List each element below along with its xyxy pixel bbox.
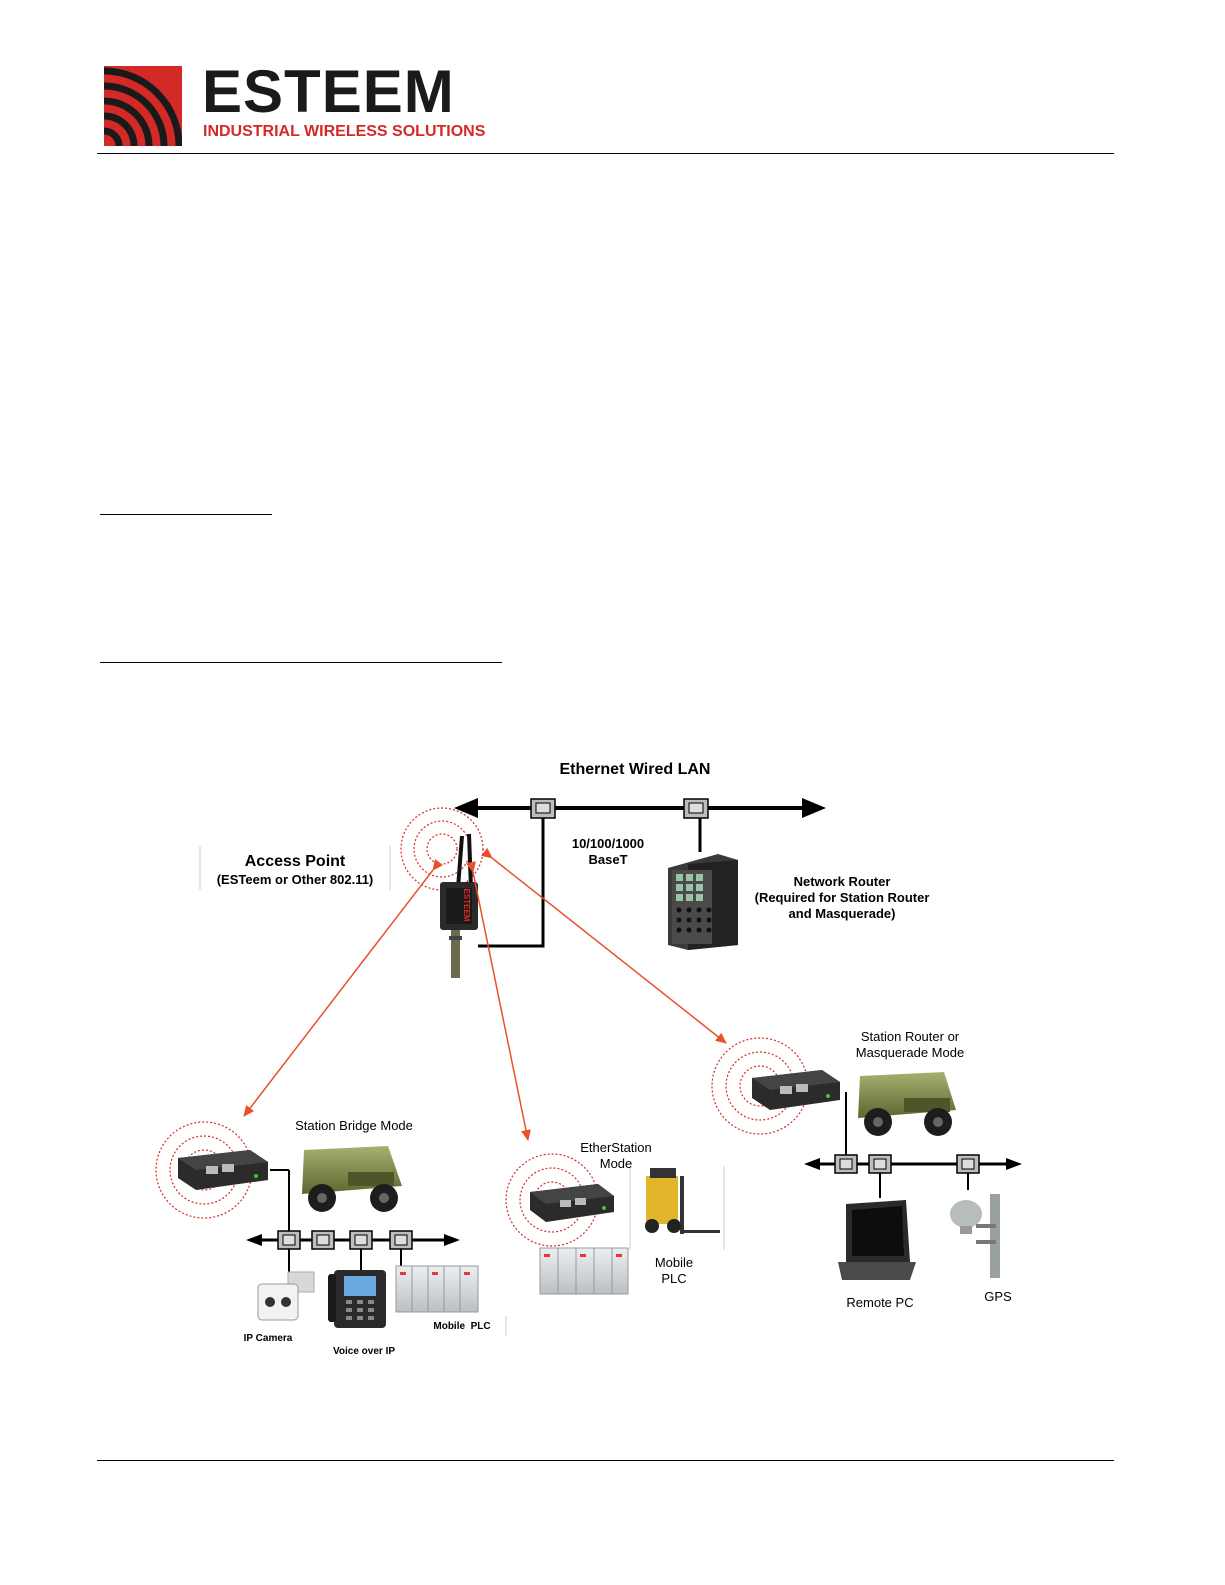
- remote-pc-label: Remote PC: [846, 1295, 914, 1310]
- access-point-title: Access Point: [244, 853, 346, 870]
- network-router-icon: [668, 854, 738, 950]
- mobile-plc-etherstation-icon: [539, 1247, 629, 1295]
- ip-camera-icon: [257, 1271, 315, 1321]
- laptop-icon: [838, 1200, 916, 1280]
- section-underline-short: [100, 514, 272, 515]
- lan-title: Ethernet Wired LAN: [559, 761, 711, 778]
- gps-label: GPS: [984, 1289, 1012, 1304]
- station-radio-etherstation-icon: [530, 1184, 614, 1222]
- speed-label-1: 10/100/1000: [571, 836, 645, 851]
- gps-antenna-icon: [950, 1194, 1000, 1278]
- footer-rule: [97, 1460, 1114, 1461]
- network-router-sub-2: and Masquerade): [788, 906, 896, 921]
- section-underline-long: [100, 662, 502, 663]
- logo-tagline: INDUSTRIAL WIRELESS SOLUTIONS: [203, 123, 486, 140]
- etherstation-label-2: Mode: [599, 1156, 633, 1171]
- station-bridge-group: [155, 1121, 507, 1336]
- speed-label-2: BaseT: [588, 852, 628, 867]
- wireless-links: [243, 847, 727, 1141]
- station-bridge-label: Station Bridge Mode: [295, 1118, 413, 1133]
- mobile-plc-bridge-icon: [395, 1265, 479, 1313]
- header-rule: [97, 153, 1114, 154]
- logo-wordmark: ESTEEM: [202, 58, 455, 125]
- mobile-plc-label-2: PLC: [661, 1271, 687, 1286]
- haul-truck-bridge-icon: [302, 1146, 402, 1212]
- network-router-title: Network Router: [793, 874, 891, 889]
- haul-truck-router-icon: [858, 1072, 956, 1136]
- station-router-group: [711, 1037, 1022, 1280]
- access-point-brand: ESTEEM: [462, 889, 471, 922]
- access-point-icon: ESTEEM: [400, 807, 484, 978]
- station-radio-router-icon: [752, 1070, 840, 1110]
- wireless-logo-icon: [104, 66, 182, 146]
- forklift-icon: [645, 1168, 720, 1234]
- station-router-label-2: Masquerade Mode: [855, 1045, 965, 1060]
- mobile-plc-label-1: Mobile: [654, 1255, 694, 1270]
- voip-label: Voice over IP: [332, 1346, 396, 1357]
- etherstation-group: [505, 1153, 725, 1295]
- ip-camera-label: IP Camera: [243, 1333, 293, 1344]
- station-radio-bridge-icon: [178, 1150, 268, 1190]
- station-router-label-1: Station Router or: [860, 1029, 960, 1044]
- network-router-sub-1: (Required for Station Router: [754, 890, 930, 905]
- access-point-subtitle: (ESTeem or Other 802.11): [216, 872, 374, 887]
- mobile-plc-bridge-label: Mobile PLC: [433, 1321, 491, 1332]
- voip-phone-icon: [328, 1270, 386, 1328]
- etherstation-label-1: EtherStation: [580, 1140, 652, 1155]
